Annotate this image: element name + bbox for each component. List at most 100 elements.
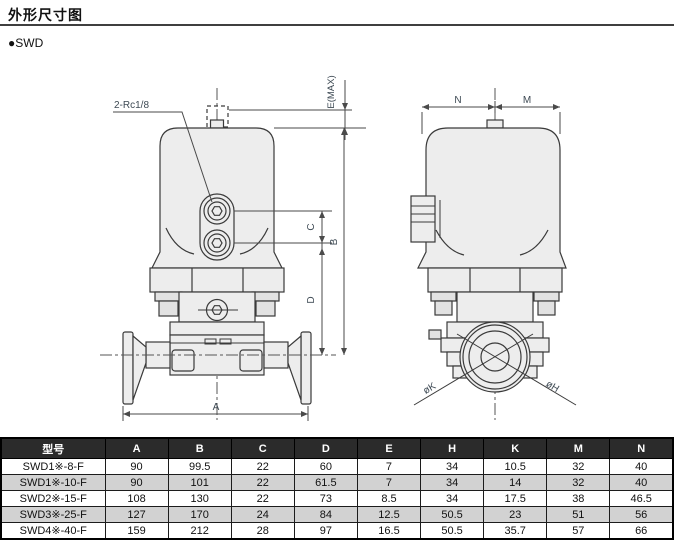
value-cell: 32 (546, 458, 611, 475)
value-cell: 99.5 (167, 458, 232, 475)
value-cell: 127 (104, 506, 169, 523)
model-cell: SWD1※-10-F (0, 474, 106, 491)
col-header: D (293, 437, 358, 459)
value-cell: 22 (230, 458, 295, 475)
value-cell: 22 (230, 490, 295, 507)
col-header: A (104, 437, 169, 459)
value-cell: 90 (104, 458, 169, 475)
dim-label-a: A (213, 402, 220, 413)
model-cell: SWD4※-40-F (0, 522, 106, 540)
value-cell: 34 (420, 474, 485, 491)
value-cell: 40 (609, 474, 674, 491)
value-cell: 12.5 (356, 506, 422, 523)
value-cell: 38 (546, 490, 611, 507)
value-cell: 35.7 (483, 522, 548, 540)
col-header: N (609, 437, 674, 459)
actuator-contour-left (435, 229, 465, 256)
dim-label-b: B (329, 238, 340, 245)
clamp-lug-right (239, 349, 263, 372)
exhaust-fitting-right (255, 300, 276, 317)
title-divider (0, 24, 674, 26)
diameter-leader-k (413, 333, 534, 406)
col-header: H (420, 437, 485, 459)
value-cell: 32 (546, 474, 611, 491)
value-cell: 51 (546, 506, 611, 523)
value-cell: 46.5 (609, 490, 674, 507)
exhaust-fitting-right (537, 300, 556, 316)
col-header: B (167, 437, 232, 459)
value-cell: 73 (293, 490, 358, 507)
value-cell: 170 (167, 506, 232, 523)
exhaust-fitting-right-flange (533, 291, 560, 302)
col-header-model: 型号 (0, 437, 106, 459)
exhaust-fitting-right-flange (251, 291, 280, 302)
pilot-port-bottom-hex (211, 238, 223, 248)
flange-face-inner (480, 342, 510, 372)
dim-label-h: øH (544, 379, 561, 395)
value-cell: 10.5 (483, 458, 548, 475)
top-cap (486, 119, 504, 129)
value-cell: 130 (167, 490, 232, 507)
front-view (100, 88, 336, 420)
value-cell: 108 (104, 490, 169, 507)
value-cell: 66 (609, 522, 674, 540)
clamp-nub (428, 329, 442, 340)
value-cell: 56 (609, 506, 674, 523)
actuator-body (417, 127, 567, 269)
exhaust-fitting-left-flange (430, 291, 457, 302)
value-cell: 50.5 (420, 522, 485, 540)
port-label: 2-Rc1/8 (114, 100, 149, 111)
value-cell: 159 (104, 522, 169, 540)
value-cell: 57 (546, 522, 611, 540)
actuator-contour-right (519, 229, 549, 256)
dim-label-d: D (306, 296, 317, 303)
value-cell: 28 (230, 522, 295, 540)
bonnet-block (456, 291, 534, 323)
value-cell: 60 (293, 458, 358, 475)
port-leader (113, 111, 213, 203)
value-cell: 16.5 (356, 522, 422, 540)
value-cell: 14 (483, 474, 548, 491)
base-band-dividers (469, 268, 521, 292)
value-cell: 24 (230, 506, 295, 523)
model-cell: SWD3※-25-F (0, 506, 106, 523)
value-cell: 22 (230, 474, 295, 491)
value-cell: 17.5 (483, 490, 548, 507)
model-cell: SWD1※-8-F (0, 458, 106, 475)
ferrule-left-cone (132, 334, 147, 401)
value-cell: 34 (420, 490, 485, 507)
top-port-stub (209, 119, 225, 129)
dim-label-e: E(MAX) (326, 75, 337, 108)
value-cell: 7 (356, 458, 422, 475)
actuator-contour-right (239, 227, 269, 255)
ferrule-right-flange (300, 331, 312, 405)
exhaust-fitting-left-flange (154, 291, 183, 302)
ferrule-right-cone (287, 334, 302, 401)
page-title: 外形尺寸图 (8, 7, 83, 23)
valve-top-plate (169, 321, 265, 336)
value-cell: 101 (167, 474, 232, 491)
value-cell: 90 (104, 474, 169, 491)
dim-label-n: N (454, 95, 461, 106)
terminal-box (410, 195, 436, 243)
value-cell: 84 (293, 506, 358, 523)
series-label: ●SWD (8, 36, 44, 50)
value-cell: 50.5 (420, 506, 485, 523)
exhaust-fitting-left (158, 300, 179, 317)
front-view-dimensions: 2-Rc1/8 E(MAX) C B D A (113, 75, 366, 421)
side-view (410, 88, 577, 420)
dim-label-m: M (523, 95, 531, 106)
col-header: C (230, 437, 295, 459)
value-cell: 97 (293, 522, 358, 540)
dim-label-c: C (306, 223, 317, 230)
value-cell: 23 (483, 506, 548, 523)
value-cell: 34 (420, 458, 485, 475)
pilot-port-top-hex (211, 206, 223, 216)
